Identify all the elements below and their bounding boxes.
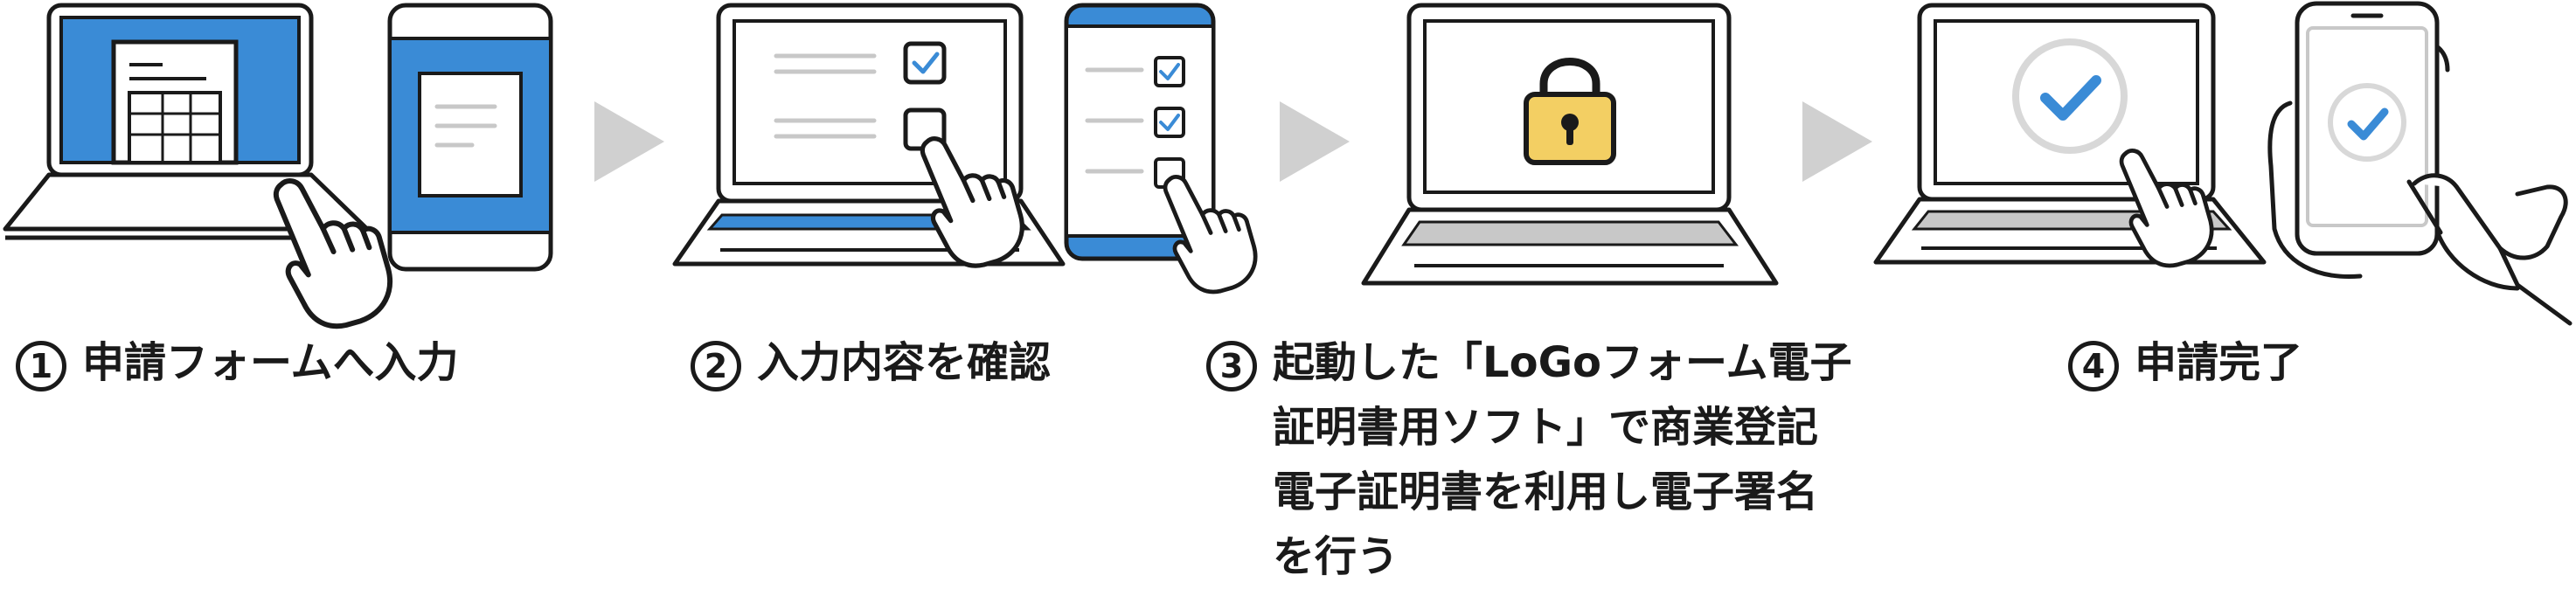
step-number: 1 <box>16 341 66 392</box>
step-label: 申請完了 <box>2135 338 2303 387</box>
step-2: 2 入力内容を確認 <box>691 338 1051 395</box>
step3-illustration <box>1361 3 1779 286</box>
step4-illustration <box>1873 1 2573 326</box>
smartphone-icon <box>2295 1 2440 256</box>
arrow-right-icon <box>1280 101 1350 182</box>
step-number: 2 <box>691 341 741 392</box>
form-icon <box>111 39 239 165</box>
step-label: 起動した「LoGoフォーム電子 証明書用ソフト」で商業登記 電子証明書を利用し電… <box>1273 338 1852 581</box>
step-number: 4 <box>2068 341 2119 392</box>
step-label: 入力内容を確認 <box>757 338 1052 387</box>
step1-illustration <box>3 3 553 326</box>
step2-illustration <box>672 3 1255 292</box>
step-3: 3 起動した「LoGoフォーム電子 証明書用ソフト」で商業登記 電子証明書を利用… <box>1206 338 1852 589</box>
step-1: 1 申請フォームへ入力 <box>16 338 459 395</box>
illustration-strip <box>3 1 2573 350</box>
checkbox-icon <box>903 41 947 85</box>
arrow-right-icon <box>594 101 664 182</box>
smartphone-icon <box>387 3 553 272</box>
step-label: 申請フォームへ入力 <box>82 338 459 387</box>
arrow-right-icon <box>1802 101 1872 182</box>
padlock-icon <box>1524 58 1616 165</box>
step-number: 3 <box>1206 341 1257 392</box>
hand-icon <box>2406 173 2573 326</box>
step-4: 4 申請完了 <box>2068 338 2302 395</box>
checkmark-circle-icon <box>2012 38 2128 154</box>
